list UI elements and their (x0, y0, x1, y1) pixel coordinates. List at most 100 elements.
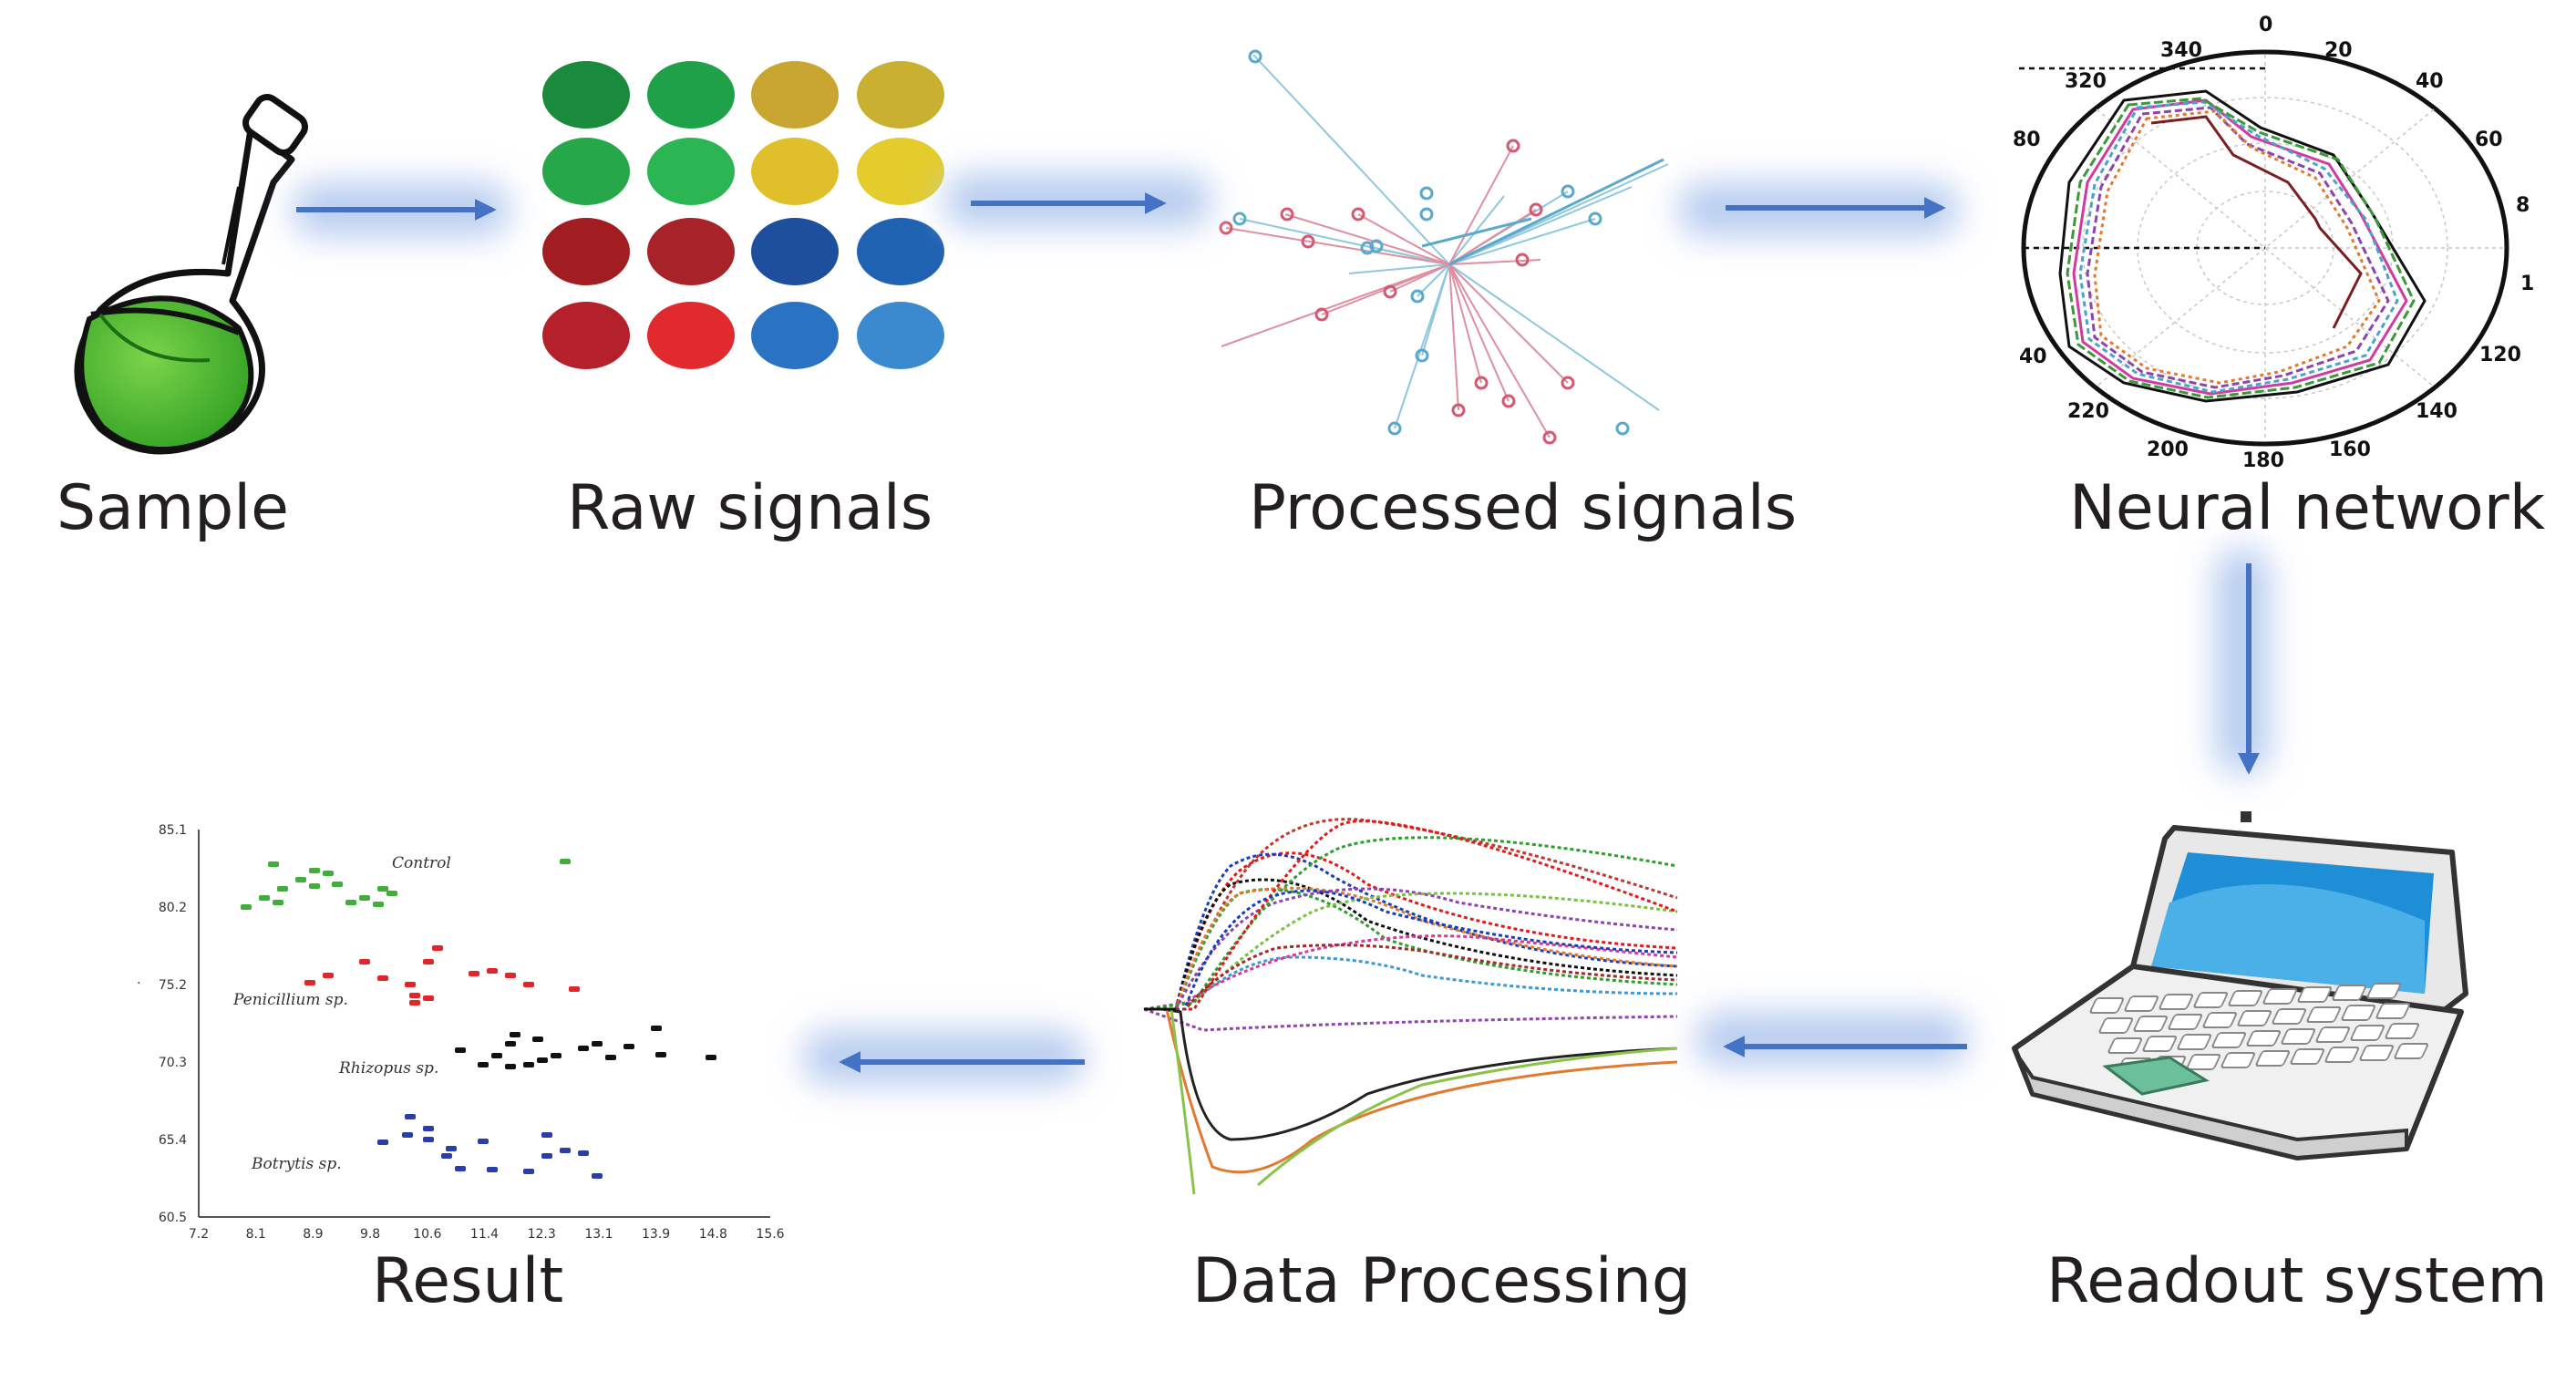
result-point (377, 886, 388, 892)
polar-angle-label: 8 (2516, 194, 2530, 217)
result-point (345, 900, 356, 905)
result-point (295, 877, 306, 882)
result-group-label: Rhizopus sp. (338, 1059, 438, 1078)
raw-signals-label: Raw signals (567, 472, 933, 544)
result-y-tick: 70.3 (159, 1056, 187, 1070)
sample-label: Sample (57, 472, 289, 544)
result-point (323, 973, 334, 978)
result-point (569, 986, 580, 992)
polar-angle-label: 20 (2324, 39, 2353, 62)
result-point (277, 886, 288, 892)
result-point (405, 1114, 416, 1119)
result-point (359, 959, 370, 964)
laptop-key (2159, 994, 2194, 1010)
result-point (323, 871, 334, 876)
result-point (273, 900, 283, 905)
laptop-key (2394, 1043, 2429, 1059)
result-point (487, 1167, 498, 1172)
flow-arrows (292, 173, 2270, 1085)
raw-signal-dot (857, 61, 944, 129)
result-point (560, 859, 571, 864)
result-point (505, 973, 516, 978)
polar-angle-label: 160 (2329, 438, 2371, 461)
result-point (455, 1047, 466, 1053)
laptop-key (2366, 983, 2402, 999)
laptop-key (2290, 1048, 2325, 1065)
data-processing-curves (1143, 818, 1678, 1195)
laptop-key (2350, 1025, 2385, 1041)
polar-angle-label: 0 (2259, 14, 2272, 36)
result-point (309, 883, 320, 889)
result-point (304, 980, 315, 985)
result-point (377, 975, 388, 981)
laptop-key (2359, 1045, 2395, 1061)
result-x-tick: 8.9 (303, 1227, 323, 1242)
polar-angle-label: 340 (2160, 39, 2202, 62)
laptop-key (2341, 1005, 2376, 1021)
laptop-key (2297, 986, 2333, 1003)
data-processing-label: Data Processing (1192, 1245, 1692, 1317)
neural-network-label: Neural network (2069, 472, 2546, 544)
result-point (523, 1062, 534, 1067)
laptop-key (2237, 1010, 2272, 1026)
result-point (560, 1148, 571, 1153)
polar-angle-label: 80 (2013, 129, 2041, 151)
result-point (532, 1036, 543, 1042)
result-point (537, 1057, 548, 1063)
result-point (409, 1000, 420, 1006)
result-x-tick: 12.3 (528, 1227, 556, 1242)
raw-signal-dot (857, 218, 944, 285)
laptop-key (2133, 1016, 2169, 1032)
readout-system-label: Readout system (2046, 1245, 2548, 1317)
raw-signal-dot (751, 61, 839, 129)
laptop-key (2168, 1014, 2203, 1030)
laptop-key (2098, 1017, 2134, 1034)
laptop-key (2262, 988, 2298, 1005)
raw-signal-dot (751, 302, 839, 369)
polar-angle-label: 120 (2479, 344, 2521, 366)
raw-signal-dot (647, 218, 735, 285)
laptop-key (2186, 1054, 2221, 1070)
laptop-key (2211, 1032, 2247, 1048)
laptop-key (2272, 1008, 2307, 1025)
polar-angle-label: 320 (2065, 70, 2107, 93)
processed-signals-label: Processed signals (1249, 472, 1798, 544)
laptop-key (2221, 1052, 2256, 1068)
laptop-key (2246, 1030, 2282, 1047)
result-x-tick: 7.2 (189, 1227, 209, 1242)
result-point (651, 1026, 662, 1031)
result-x-tick: 8.1 (246, 1227, 266, 1242)
laptop-key (2193, 992, 2229, 1008)
result-x-tick: 14.8 (699, 1227, 727, 1242)
result-point (405, 982, 416, 987)
raw-signal-dot (542, 218, 630, 285)
result-point (441, 1153, 452, 1159)
laptop-key (2306, 1006, 2342, 1023)
raw-signal-dot (857, 302, 944, 369)
laptop-key (2324, 1047, 2360, 1063)
raw-signals-dot-grid (542, 61, 944, 369)
result-point (402, 1132, 413, 1138)
result-point (423, 959, 434, 964)
result-point (259, 895, 270, 901)
result-point (359, 895, 370, 901)
polar-angle-label: 220 (2067, 400, 2109, 423)
result-group-label: Penicillium sp. (232, 991, 348, 1009)
result-x-tick: 9.8 (360, 1227, 380, 1242)
result-x-tick: 15.6 (756, 1227, 784, 1242)
laptop-key (2315, 1026, 2351, 1043)
result-group-label: Control (392, 854, 451, 872)
polar-angle-label: 40 (2416, 70, 2444, 93)
laptop-key (2255, 1050, 2291, 1067)
polar-angle-label: 40 (2019, 346, 2047, 368)
result-point (423, 1126, 434, 1131)
result-point (373, 902, 384, 907)
laptop-key (2177, 1034, 2212, 1050)
result-point (706, 1055, 716, 1060)
raw-signal-dot (751, 218, 839, 285)
result-point (541, 1153, 552, 1159)
result-point (268, 861, 279, 867)
laptop-key (2124, 995, 2159, 1012)
